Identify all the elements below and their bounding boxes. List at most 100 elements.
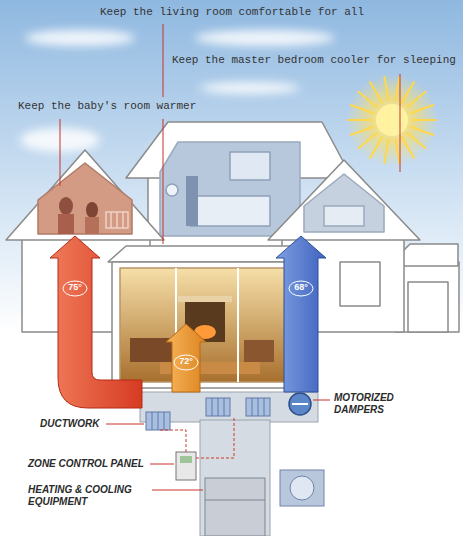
- part-label: HEATING & COOLING EQUIPMENT: [28, 484, 150, 508]
- living-duct: [166, 324, 206, 392]
- left-wing: [116, 212, 118, 228]
- leader-line: [60, 24, 400, 490]
- badge-outline: [174, 355, 198, 370]
- damper-box: [264, 398, 265, 416]
- left-wing: [86, 202, 98, 218]
- left-wing: [58, 214, 74, 234]
- sun: [351, 105, 374, 113]
- sun: [348, 77, 436, 164]
- damper-box: [164, 412, 165, 430]
- clouds: [195, 30, 335, 46]
- master-window: [230, 152, 270, 180]
- sun: [348, 119, 372, 121]
- temperature-badge: 72°: [173, 354, 199, 371]
- sun: [407, 92, 425, 107]
- outdoor-fan: [290, 476, 314, 500]
- zone-note: Keep the master bedroom cooler for sleep…: [172, 54, 456, 67]
- clouds: [25, 30, 135, 46]
- damper-box: [152, 412, 153, 430]
- damper-box: [212, 398, 213, 416]
- damper-box: [224, 398, 225, 416]
- damper-box: [206, 398, 230, 416]
- sun: [411, 105, 434, 113]
- armchair: [244, 340, 274, 362]
- damper-box: [246, 398, 270, 416]
- damper-box: [158, 412, 159, 430]
- master-headboard: [186, 176, 198, 226]
- mantle: [178, 296, 232, 302]
- zone-note: Keep the baby's room warmer: [18, 100, 196, 113]
- motorized-damper: [289, 393, 311, 415]
- furnace: [205, 478, 265, 536]
- left-wing: [110, 212, 112, 228]
- temperature-value: 72°: [173, 354, 199, 367]
- damper-box: [258, 398, 259, 416]
- attic-room-scene: [304, 174, 384, 232]
- outdoor-unit: [280, 470, 324, 506]
- leader-line: [163, 24, 164, 97]
- sun: [376, 104, 408, 136]
- right-wing: [340, 262, 380, 306]
- plenum-duct: [200, 420, 270, 536]
- left-wing: [85, 217, 99, 234]
- sun: [351, 127, 374, 135]
- equipment: [140, 392, 324, 536]
- leader-line: [150, 464, 174, 465]
- bay-window: [108, 246, 308, 388]
- temperature-badge: 68°: [288, 280, 314, 297]
- sun: [346, 74, 438, 166]
- right-wing: [324, 206, 364, 226]
- sun: [402, 82, 414, 103]
- left-wing: [6, 150, 164, 240]
- leader-line: [60, 119, 61, 186]
- temperature-badge: 75°: [62, 280, 88, 297]
- control-panel: [176, 452, 196, 480]
- part-label: MOTORIZED DAMPERS: [334, 392, 414, 416]
- clouds: [200, 82, 300, 94]
- bay-window: [112, 262, 302, 388]
- cool-duct: [276, 236, 326, 392]
- sun: [411, 127, 434, 135]
- right-wing: [268, 160, 420, 240]
- sun: [358, 133, 376, 148]
- zone-note: Keep the living room comfortable for all: [100, 6, 364, 19]
- sun: [396, 77, 400, 101]
- damper-box: [218, 398, 219, 416]
- sun: [358, 92, 376, 107]
- sun: [412, 119, 436, 121]
- badge-outline: [63, 281, 87, 296]
- left-wing: [122, 212, 124, 228]
- temperature-value: 68°: [288, 280, 314, 293]
- left-wing: [59, 197, 73, 215]
- sun: [384, 140, 388, 164]
- sun: [396, 140, 400, 164]
- leader-line: [152, 490, 203, 491]
- leader-line: [163, 119, 164, 244]
- baby-room-scene: [38, 163, 132, 234]
- bay-window: [120, 268, 294, 382]
- bay-window: [108, 246, 308, 262]
- badge-outline: [289, 281, 313, 296]
- damper-box: [146, 398, 270, 430]
- warm-duct: [50, 236, 142, 408]
- sun: [346, 74, 438, 166]
- leader-line: [313, 400, 330, 401]
- part-label: ZONE CONTROL PANEL: [28, 458, 144, 470]
- leader-line: [400, 74, 401, 172]
- control-display: [180, 456, 192, 463]
- damper-box: [252, 398, 253, 416]
- left-wing: [106, 212, 128, 228]
- sun: [402, 137, 414, 158]
- leader-line: [106, 424, 144, 425]
- sun: [370, 82, 382, 103]
- master-bed: [190, 196, 270, 226]
- sun: [407, 133, 425, 148]
- sun: [370, 137, 382, 158]
- furnace-seam: [205, 500, 265, 501]
- garage: [408, 282, 448, 332]
- damper-box: [146, 412, 170, 430]
- temperature-value: 75°: [62, 280, 88, 293]
